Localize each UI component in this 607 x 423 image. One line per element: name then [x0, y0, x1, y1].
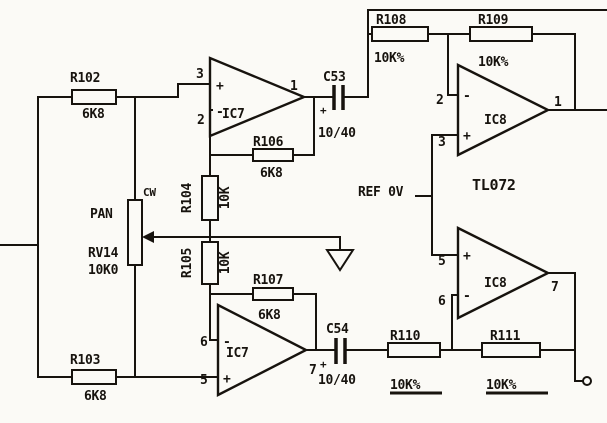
ic8b-ref-label: IC8	[484, 276, 507, 291]
resistor-r108-ref-label: R108	[376, 13, 407, 28]
capacitor-c53-plates	[332, 85, 345, 110]
resistor-r102-ref-label: R102	[70, 71, 100, 86]
capacitor-c54-value-label: 10/40	[318, 373, 356, 388]
ic7b-pin5-label: 5	[200, 373, 208, 388]
resistor-r107-ref-label: R107	[253, 273, 283, 288]
wire	[547, 272, 584, 382]
resistor-r107-body	[252, 287, 294, 301]
resistor-r103-value-label: 6K8	[84, 389, 107, 404]
resistor-r104-ref-label: R104	[180, 182, 195, 213]
c54-polarity-sign: +	[320, 358, 327, 371]
ic7a-plus-sign: +	[216, 79, 224, 94]
resistor-r110-body	[387, 342, 441, 358]
wire	[447, 33, 459, 96]
ic8b-plus-sign: +	[463, 249, 471, 264]
ic8b-pin7-label: 7	[551, 280, 559, 295]
resistor-r104-value-label: 10K	[218, 186, 233, 209]
resistor-r104-body	[201, 175, 219, 221]
pot-wiper-arrow-icon	[142, 231, 154, 243]
ground-symbol-icon	[325, 249, 355, 272]
resistor-r108-value-label: 10K%	[374, 51, 405, 66]
capacitor-c54-plates	[334, 338, 347, 364]
wire	[367, 9, 607, 98]
ic8a-pin2-label: 2	[436, 93, 444, 108]
ic8a-pin1-label: 1	[554, 95, 562, 110]
ic8b-pin5-label: 5	[438, 254, 446, 269]
c53-polarity-sign: +	[320, 104, 327, 117]
wire	[115, 83, 211, 98]
resistor-r108-body	[371, 26, 429, 42]
wire	[292, 293, 317, 351]
wires	[0, 9, 607, 382]
resistor-r111-body	[481, 342, 541, 358]
pot-function-label: PAN	[90, 207, 113, 222]
ic7b-pin7-label: 7	[309, 363, 317, 378]
resistor-r111-ref-label: R111	[490, 329, 521, 344]
resistor-r107-value-label: 6K8	[258, 308, 281, 323]
resistor-r102-value-label: 6K8	[82, 107, 105, 122]
ic7a-pin2-label: 2	[197, 113, 205, 128]
ic8b-minus-sign: -	[463, 289, 471, 304]
resistor-r106-value-label: 6K8	[260, 166, 283, 181]
wire	[209, 283, 219, 341]
resistor-r109-ref-label: R109	[478, 13, 508, 28]
ic8a-ref-label: IC8	[484, 113, 507, 128]
resistor-r106-ref-label: R106	[253, 135, 284, 150]
capacitor-c53-value-label: 10/40	[318, 126, 356, 141]
pot-ref-label: RV14	[88, 246, 119, 261]
potentiometer-rv14-body	[127, 199, 143, 266]
resistor-r102-body	[71, 89, 117, 105]
resistor-r110-ref-label: R110	[390, 329, 421, 344]
ref-0v-net-label: REF 0V	[358, 185, 404, 200]
capacitor-c54-ref-label: C54	[326, 322, 349, 337]
resistor-r105-ref-label: R105	[180, 248, 195, 278]
opamp-ic7a-body	[208, 56, 308, 138]
ic8a-minus-sign: -	[463, 89, 471, 104]
resistor-r109-value-label: 10K%	[478, 55, 509, 70]
output-terminal	[582, 376, 592, 386]
ic7b-plus-sign: +	[223, 372, 231, 387]
ic7a-pin1-label: 1	[290, 79, 298, 94]
opamp-ic8b-body	[456, 226, 551, 320]
capacitor-c53-ref-label: C53	[323, 70, 346, 85]
pot-cw-label: CW	[143, 186, 156, 199]
ic8-part-number-label: TL072	[472, 176, 516, 194]
ic7b-ref-label: IC7	[226, 346, 249, 361]
ic8a-pin3-label: 3	[438, 135, 446, 150]
pot-value-label: 10K0	[88, 263, 119, 278]
opamp-ic8a-body	[456, 63, 551, 157]
ic7b-pin6-label: 6	[200, 335, 208, 350]
resistor-r110-value-label: 10K%	[390, 378, 421, 393]
ic7a-ref-label: IC7	[222, 107, 245, 122]
ic7b-minus-sign: -	[223, 335, 231, 350]
ic8a-plus-sign: +	[463, 129, 471, 144]
ic7a-pin3-label: 3	[196, 67, 204, 82]
resistor-r103-ref-label: R103	[70, 353, 100, 368]
resistor-r103-body	[71, 369, 117, 385]
resistor-r106-body	[252, 148, 294, 162]
opamp-ic7b-body	[216, 303, 309, 397]
wire	[292, 96, 315, 156]
resistor-r111-value-label: 10K%	[486, 378, 517, 393]
ic7a-minus-sign: -	[216, 105, 224, 120]
resistor-r105-body	[201, 241, 219, 285]
resistor-r109-body	[469, 26, 533, 42]
wire	[531, 33, 576, 111]
resistor-r105-value-label: 10K	[218, 251, 233, 274]
wire	[209, 236, 341, 251]
ic8b-pin6-label: 6	[438, 294, 446, 309]
